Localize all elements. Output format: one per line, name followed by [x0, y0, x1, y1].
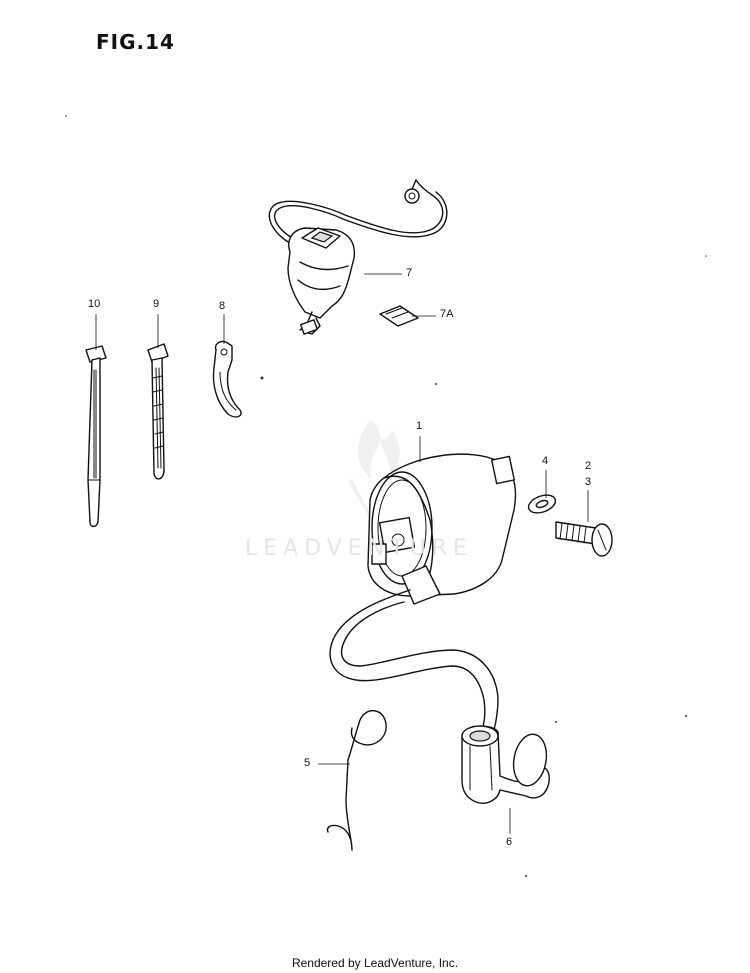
callout-7: 7	[406, 267, 413, 279]
part-8-clamp	[212, 340, 242, 418]
leader-lines	[95, 273, 589, 834]
callout-3: 3	[585, 476, 592, 488]
callout-6: 6	[506, 836, 513, 848]
callout-7a: 7A	[440, 308, 454, 320]
footer-credit: Rendered by LeadVenture, Inc.	[291, 956, 459, 970]
callout-9: 9	[153, 298, 160, 310]
callout-5: 5	[304, 757, 311, 769]
scan-specks	[65, 115, 707, 877]
watermark-text: LEADVENTURE	[245, 536, 473, 561]
part-4-washer	[527, 494, 557, 514]
part-1-ignition-coil	[329, 453, 517, 731]
part-3-screw	[555, 521, 613, 557]
callout-2: 2	[585, 460, 592, 472]
part-9-cable-tie	[147, 343, 169, 480]
callout-10: 10	[88, 298, 101, 310]
part-5-clip	[326, 710, 387, 851]
part-7a-label	[379, 305, 419, 327]
part-7-switch	[268, 179, 448, 335]
part-6-plug-cap	[461, 725, 550, 804]
callout-8: 8	[219, 300, 226, 312]
callout-4: 4	[542, 455, 549, 467]
figure-title: FIG.14	[96, 30, 175, 54]
part-10-cable-tie	[85, 345, 107, 528]
callout-1: 1	[416, 420, 423, 432]
